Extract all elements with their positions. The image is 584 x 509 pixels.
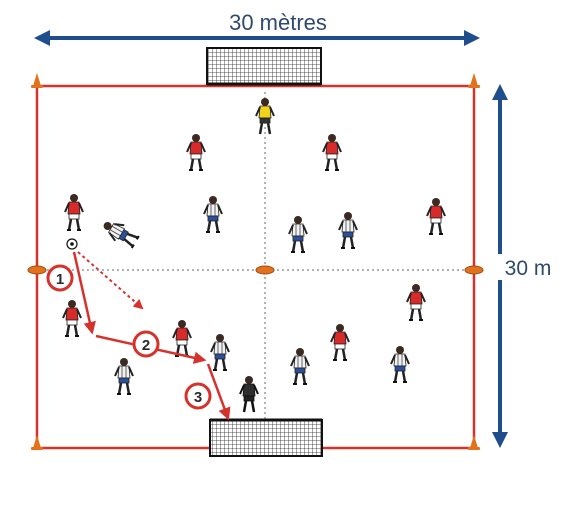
player-white	[202, 194, 224, 234]
cone-icon	[468, 73, 480, 88]
player-red	[405, 282, 427, 322]
step-badge-3-label: 3	[194, 389, 202, 406]
player-red	[63, 192, 85, 232]
step-badge-1: 1	[46, 264, 74, 292]
step-badge-2: 2	[132, 330, 160, 358]
player-white	[289, 346, 311, 386]
goal-net-icon-bottom	[209, 418, 323, 457]
step-badge-2-label: 2	[142, 337, 150, 354]
cone-icon	[31, 435, 43, 450]
player-white	[113, 356, 135, 396]
width-dimension: 30 mètres	[34, 8, 480, 46]
height-label: 30 m	[505, 257, 552, 280]
pass-arrow-3	[206, 363, 231, 421]
player-white-sliding	[98, 214, 142, 252]
player-red	[171, 318, 193, 358]
goal-net-icon-top	[206, 47, 322, 86]
player-white	[209, 332, 231, 372]
player-white	[337, 210, 359, 250]
cone-icon	[468, 435, 480, 450]
player-white	[287, 214, 309, 254]
pass-arrow-1	[72, 251, 96, 335]
step-badge-1-label: 1	[56, 271, 64, 288]
player-red	[425, 196, 447, 236]
player-white	[389, 344, 411, 384]
marker-disc-icon	[464, 265, 484, 275]
height-dimension: 30 m	[490, 84, 554, 448]
step-badge-3: 3	[184, 382, 212, 410]
width-label: 30 mètres	[229, 10, 327, 35]
dribble-arrow-dotted	[77, 251, 144, 310]
goalkeeper-bottom	[238, 374, 260, 414]
field-boundary	[35, 84, 476, 450]
marker-disc-icon	[255, 265, 275, 275]
marker-disc-icon	[27, 265, 47, 275]
player-red	[321, 132, 343, 172]
player-red	[329, 322, 351, 362]
player-red	[61, 298, 83, 338]
cone-icon	[31, 73, 43, 88]
soccer-ball-icon	[66, 238, 78, 250]
player-red	[185, 132, 207, 172]
